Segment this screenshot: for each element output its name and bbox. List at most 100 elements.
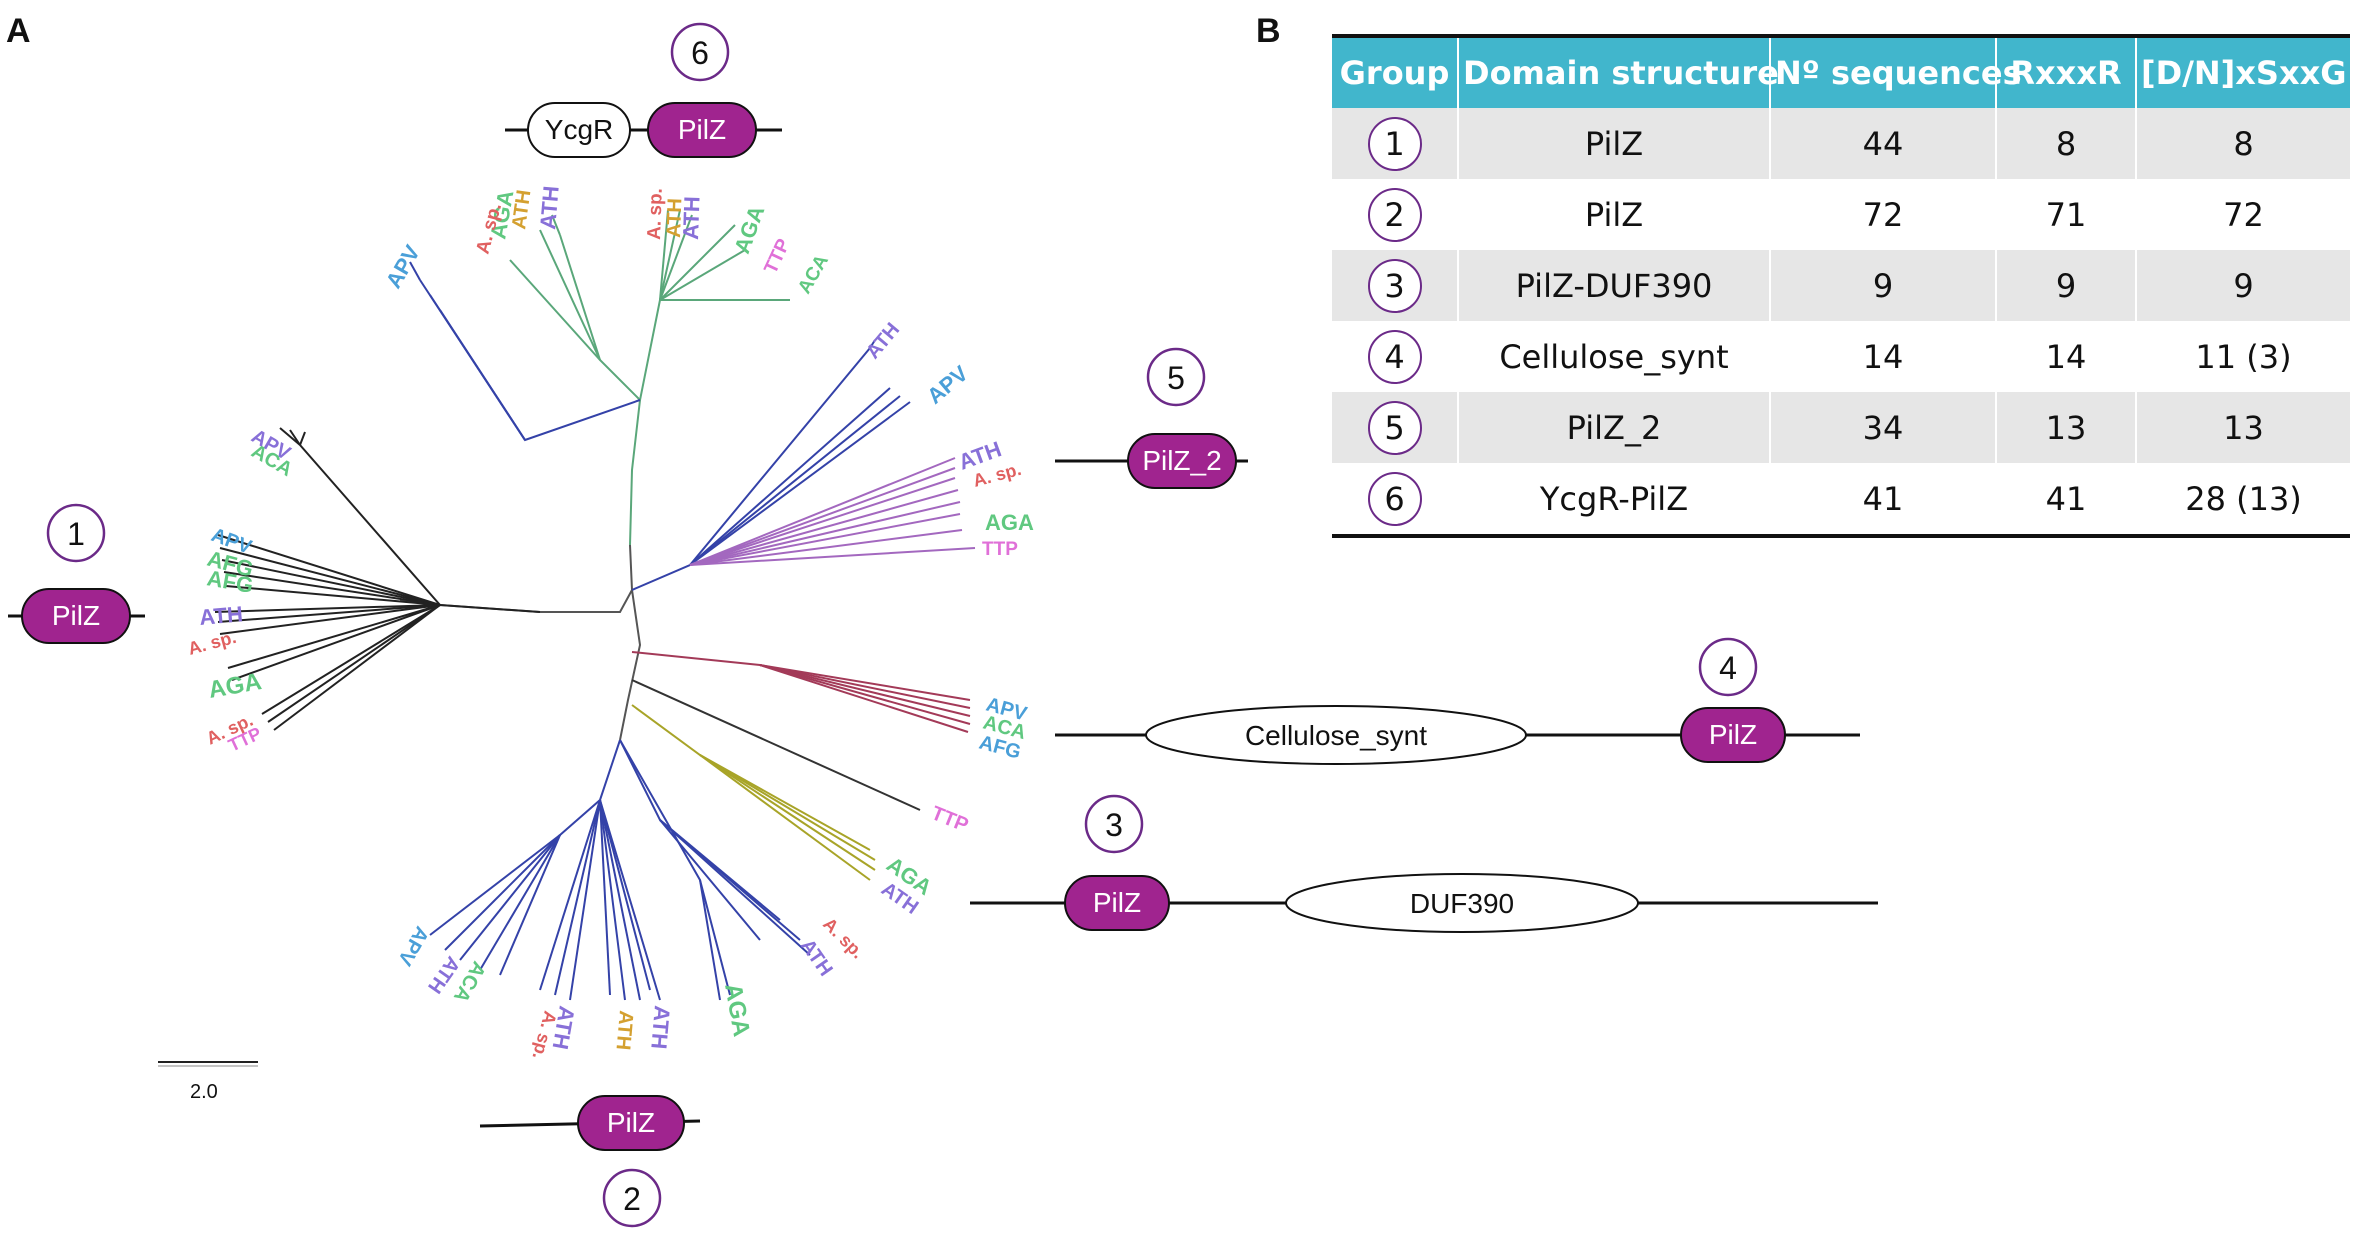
- domain-arch-group5: PilZ_2 5: [1055, 347, 1248, 489]
- cell-rxxxr: 14: [1995, 321, 2136, 392]
- cell-domain: PilZ: [1457, 179, 1770, 250]
- tip-label-ath: ATH: [678, 196, 705, 240]
- cell-sequences: 44: [1769, 108, 1996, 179]
- cell-sequences: 34: [1769, 392, 1996, 463]
- tip-label-ath: ATH: [663, 198, 686, 238]
- cell-dnxsxxg: 8: [2135, 108, 2350, 179]
- tip-label-ath: ATH: [862, 319, 904, 363]
- cell-rxxxr: 8: [1995, 108, 2136, 179]
- tip-label-ath: ATH: [646, 1005, 675, 1051]
- scale-bar-label: 2.0: [190, 1081, 218, 1103]
- tip-label-asp: A. sp.: [528, 1009, 560, 1062]
- cell-dnxsxxg: 9: [2135, 250, 2350, 321]
- cell-dnxsxxg: 13: [2135, 392, 2350, 463]
- domain-cellulose: Cellulose_synt: [1245, 720, 1427, 751]
- clade-group6-blue: [409, 261, 641, 442]
- scale-bar: 2.0: [158, 1061, 258, 1103]
- cell-sequences: 14: [1769, 321, 1996, 392]
- domain-duf390: DUF390: [1410, 888, 1514, 919]
- tip-label-ttp: TTP: [760, 235, 794, 277]
- cell-domain: YcgR-PilZ: [1457, 463, 1770, 538]
- table-row: 5 PilZ_2 34 13 13: [1332, 392, 2350, 463]
- group-badge: 1: [1367, 116, 1422, 171]
- domain-arch-group4: Cellulose_synt PilZ 4: [1055, 637, 1860, 765]
- domain-pilz: PilZ: [607, 1107, 655, 1138]
- clade-group4: [631, 651, 971, 733]
- clade-group6: [509, 209, 790, 546]
- header-sequences: Nº sequences: [1769, 34, 2022, 108]
- tip-label-ath: ATH: [612, 1010, 637, 1051]
- cell-dnxsxxg: 28 (13): [2135, 463, 2350, 538]
- header-rxxxr: RxxxR: [1995, 34, 2136, 108]
- tip-label-aga: AGA: [206, 668, 263, 704]
- clade-group5-blue: [631, 339, 911, 591]
- tip-label-apv: APV: [393, 923, 433, 970]
- group-badge: 3: [1367, 258, 1422, 313]
- tip-label-aga: AGA: [719, 981, 755, 1038]
- tip-label-asp: A. sp.: [644, 188, 667, 240]
- table-header-row: Group Domain structure Nº sequences Rxxx…: [1332, 34, 2350, 108]
- tip-label-asp: A. sp.: [186, 627, 239, 659]
- tip-label-aga: AGA: [729, 202, 769, 257]
- clade-group1: [214, 427, 541, 731]
- panel-a-label: A: [6, 12, 31, 50]
- tip-label-aca: ACA: [794, 251, 833, 297]
- table-row: 6 YcgR-PilZ 41 41 28 (13): [1332, 463, 2350, 538]
- cell-dnxsxxg: 72: [2135, 179, 2350, 250]
- domain-arch-group2: PilZ 2: [479, 1095, 701, 1228]
- tree-backbone: [399, 544, 642, 741]
- cell-domain: Cellulose_synt: [1457, 321, 1770, 392]
- table-row: 3 PilZ-DUF390 9 9 9: [1332, 250, 2350, 321]
- tip-label-ttp: TTP: [928, 802, 971, 837]
- clade-group3: [631, 704, 876, 881]
- tip-label-ath: ATH: [535, 185, 564, 231]
- group-badge: 6: [1367, 471, 1422, 526]
- domain-arch-group6: YcgR PilZ 6: [505, 22, 782, 158]
- domain-pilz: PilZ: [1709, 719, 1757, 750]
- group-circle-2: 2: [623, 1181, 641, 1217]
- cell-rxxxr: 13: [1995, 392, 2136, 463]
- cell-rxxxr: 9: [1995, 250, 2136, 321]
- tip-label-ath: ATH: [508, 188, 535, 230]
- tip-label-ath: ATH: [198, 601, 244, 630]
- group-circle-1: 1: [67, 516, 85, 552]
- cell-domain: PilZ_2: [1457, 392, 1770, 463]
- clade-group2: [429, 739, 811, 1001]
- tip-label-aga: AGA: [985, 510, 1034, 535]
- domain-pilz2: PilZ_2: [1142, 445, 1221, 476]
- cell-sequences: 41: [1769, 463, 1996, 538]
- clade-group4-black: [631, 679, 921, 811]
- tip-label-apv: APV: [922, 360, 973, 408]
- summary-table-container: Group Domain structure Nº sequences Rxxx…: [1332, 34, 2350, 538]
- group-circle-5: 5: [1167, 360, 1185, 396]
- cell-domain: PilZ: [1457, 108, 1770, 179]
- domain-pilz: PilZ: [678, 114, 726, 145]
- cell-sequences: 9: [1769, 250, 1996, 321]
- cell-domain: PilZ-DUF390: [1457, 250, 1770, 321]
- group-badge: 5: [1367, 400, 1422, 455]
- group-badge: 4: [1367, 329, 1422, 384]
- clade-group5: [689, 457, 976, 566]
- tip-label-ttp: TTP: [982, 539, 1018, 560]
- table-row: 4 Cellulose_synt 14 14 11 (3): [1332, 321, 2350, 392]
- group-circle-4: 4: [1719, 650, 1737, 686]
- tip-label-ath: ATH: [796, 935, 837, 980]
- domain-arch-group1: PilZ 1: [8, 503, 145, 644]
- group-badge: 2: [1367, 187, 1422, 242]
- header-domain-structure: Domain structure: [1457, 34, 1779, 108]
- table-row: 1 PilZ 44 8 8: [1332, 108, 2350, 179]
- header-dnxsxxg: [D/N]xSxxG: [2135, 34, 2350, 108]
- cell-rxxxr: 41: [1995, 463, 2136, 538]
- header-group: Group: [1332, 34, 1458, 108]
- panel-b-label: B: [1256, 12, 1281, 50]
- tip-label-apv: APV: [381, 241, 425, 293]
- group-circle-3: 3: [1105, 807, 1123, 843]
- tip-labels: APV AGA ATH A. sp. ATH A. sp. ATH ATH AG…: [186, 185, 1034, 1062]
- summary-table: Group Domain structure Nº sequences Rxxx…: [1332, 34, 2350, 538]
- cell-rxxxr: 71: [1995, 179, 2136, 250]
- cell-sequences: 72: [1769, 179, 1996, 250]
- domain-ycgr: YcgR: [545, 114, 613, 145]
- domain-pilz: PilZ: [52, 600, 100, 631]
